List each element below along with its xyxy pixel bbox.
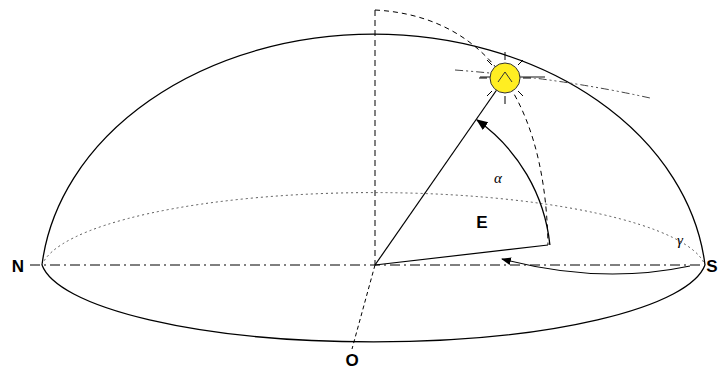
- angle-label: γ: [677, 233, 683, 248]
- north-south-axis: [30, 265, 700, 266]
- azimuth-arc: [502, 259, 690, 274]
- compass-label: O: [345, 352, 358, 369]
- sun-projection: [375, 245, 548, 265]
- horizon-back: [42, 193, 705, 265]
- sun-vertical-circle: [375, 10, 548, 245]
- compass-label: E: [476, 214, 487, 231]
- angle-label: α: [494, 171, 502, 186]
- sun-path: [455, 70, 650, 98]
- sun-ray: [375, 78, 505, 265]
- zenith-axis: [375, 10, 376, 265]
- compass-label: N: [12, 258, 24, 275]
- altitude-arc: [477, 120, 550, 245]
- sun-symbol: [479, 52, 531, 104]
- dome-outline: [42, 34, 705, 265]
- west-axis: [352, 265, 375, 349]
- compass-label: S: [706, 258, 717, 275]
- horizon-front: [42, 265, 705, 342]
